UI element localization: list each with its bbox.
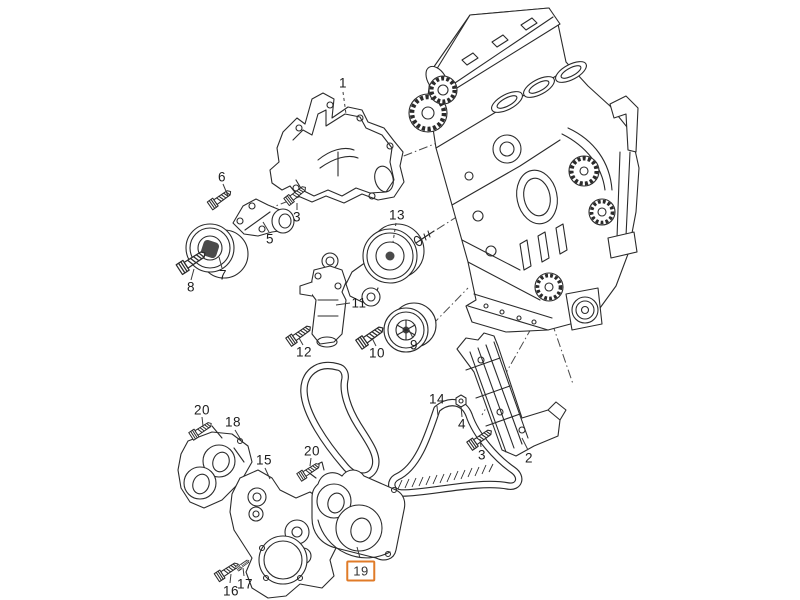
part-callout-10[interactable]: 10	[368, 345, 386, 361]
part-callout-16[interactable]: 16	[222, 583, 240, 599]
part-callout-18[interactable]: 18	[224, 414, 242, 430]
part-callout-19-highlighted[interactable]: 19	[346, 560, 376, 582]
callout-leader-lines	[190, 91, 529, 584]
part-callout-17[interactable]: 17	[236, 576, 254, 592]
part-callout-20[interactable]: 20	[193, 402, 211, 418]
part-callout-8[interactable]: 8	[186, 279, 196, 295]
part-9-roller-drawing	[383, 302, 437, 353]
part-19-cover-drawing	[307, 461, 406, 561]
part-callout-11[interactable]: 11	[351, 295, 367, 311]
part-callout-3[interactable]: 3	[292, 209, 302, 225]
part-2-bracket-drawing	[456, 332, 567, 457]
part-15-cover-drawing	[229, 469, 361, 599]
part-11-damper-drawing	[299, 252, 347, 348]
part-callout-7[interactable]: 7	[218, 267, 228, 283]
part-callout-3[interactable]: 3	[477, 447, 487, 463]
part-13-tensioner-drawing	[345, 223, 435, 307]
part-callout-6[interactable]: 6	[217, 169, 227, 185]
engine-assembly-illustration	[408, 7, 640, 333]
part-callout-12[interactable]: 12	[295, 344, 313, 360]
part-callout-15[interactable]: 15	[255, 452, 273, 468]
part-callout-5[interactable]: 5	[265, 231, 275, 247]
part-callout-14[interactable]: 14	[428, 391, 446, 407]
part-callout-1[interactable]: 1	[338, 75, 348, 91]
part-callout-2[interactable]: 2	[524, 450, 534, 466]
part-5-bracket-drawing	[232, 198, 295, 237]
left-timing-cover-drawing	[177, 425, 253, 509]
part-14-belt-drawing	[300, 361, 523, 497]
part-callout-9[interactable]: 9	[409, 337, 419, 353]
part-callout-20[interactable]: 20	[303, 443, 321, 459]
belt-rib-texture	[397, 463, 494, 490]
part-1-bracket-drawing	[269, 92, 405, 204]
part-callout-13[interactable]: 13	[388, 207, 406, 223]
part-callout-4[interactable]: 4	[457, 416, 467, 432]
